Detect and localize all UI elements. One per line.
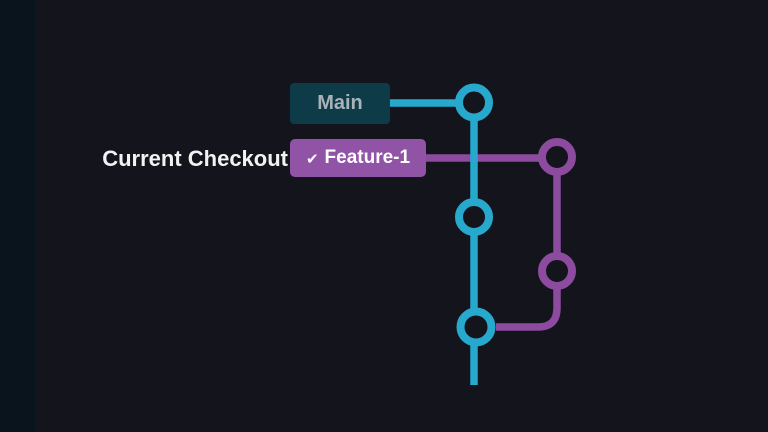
commit-node-main-2 [455, 198, 493, 236]
branch-label-feature-1: ✔ Feature-1 [290, 139, 426, 177]
feature-branch-merge-line [496, 271, 561, 331]
left-edge-band [0, 0, 35, 432]
branch-label-main-text: Main [317, 92, 363, 114]
check-icon: ✔ [305, 150, 319, 168]
branch-label-feature-1-text: Feature-1 [324, 147, 411, 168]
current-checkout-label: Current Checkout [102, 146, 288, 171]
commit-node-feature-2 [538, 252, 576, 290]
commit-node-feature-1 [538, 138, 576, 176]
branch-label-main: Main [290, 83, 390, 124]
commit-node-main-merge [456, 307, 496, 347]
commit-node-main-1 [455, 83, 493, 122]
